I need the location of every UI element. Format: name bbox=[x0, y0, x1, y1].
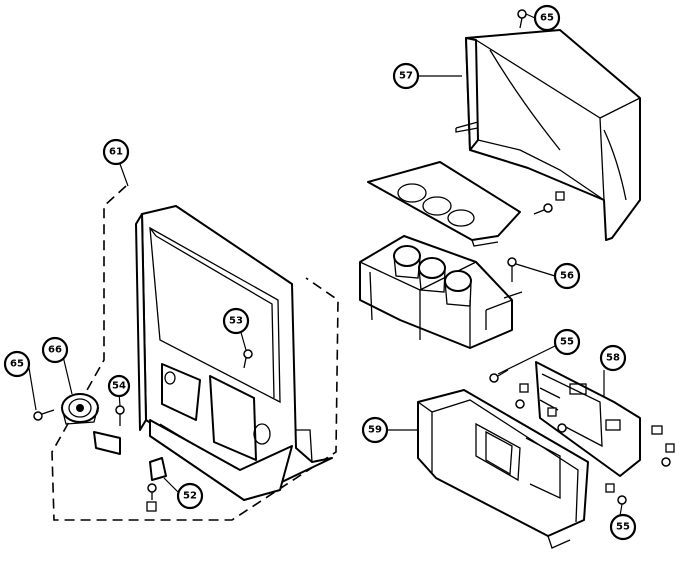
callout-65: 65 bbox=[533, 4, 561, 32]
callout-55: 55 bbox=[609, 513, 637, 541]
screw-icon bbox=[661, 457, 671, 467]
screw-icon bbox=[557, 423, 567, 433]
callout-61: 61 bbox=[102, 138, 130, 166]
screw-icon bbox=[507, 257, 517, 282]
callout-label: 66 bbox=[48, 345, 62, 356]
screw-icon bbox=[489, 369, 509, 383]
part-57-light-hood bbox=[455, 29, 641, 241]
callout-56: 56 bbox=[553, 262, 581, 290]
screw-icon bbox=[617, 495, 627, 505]
callout-label: 55 bbox=[560, 337, 574, 348]
callout-66: 66 bbox=[41, 336, 69, 364]
screw-icon bbox=[533, 203, 553, 215]
crt-lens-block bbox=[359, 235, 513, 349]
screw-icon bbox=[115, 405, 125, 426]
callout-53: 53 bbox=[222, 307, 250, 335]
part-58-circuit-board bbox=[535, 361, 663, 477]
callout-52: 52 bbox=[176, 482, 204, 510]
callout-57: 57 bbox=[392, 62, 420, 90]
screw-icon bbox=[515, 399, 525, 409]
screw-icon bbox=[243, 349, 253, 369]
screw-icon bbox=[517, 9, 527, 29]
callout-label: 56 bbox=[560, 271, 574, 282]
part-66-speaker bbox=[61, 393, 121, 455]
callout-label: 65 bbox=[10, 359, 24, 370]
callout-label: 55 bbox=[616, 522, 630, 533]
part-59-bottom-tray bbox=[417, 389, 589, 549]
screw-icon bbox=[147, 483, 157, 500]
callout-55: 55 bbox=[553, 328, 581, 356]
callout-label: 52 bbox=[183, 491, 197, 502]
callout-label: 61 bbox=[109, 147, 123, 158]
callout-label: 54 bbox=[112, 381, 126, 392]
lens-mount-plate bbox=[367, 161, 521, 247]
callout-label: 65 bbox=[540, 13, 554, 24]
callout-label: 53 bbox=[229, 316, 243, 327]
part-52-bracket bbox=[146, 457, 167, 512]
screws bbox=[33, 9, 675, 505]
callout-65: 65 bbox=[3, 350, 31, 378]
callout-label: 57 bbox=[399, 71, 413, 82]
screw-icon bbox=[33, 409, 55, 421]
callout-54: 54 bbox=[107, 374, 131, 398]
assembly-61-outline bbox=[51, 185, 339, 521]
callout-58: 58 bbox=[599, 344, 627, 372]
callout-59: 59 bbox=[361, 416, 389, 444]
callout-label: 58 bbox=[606, 353, 620, 364]
cabinet-front-frame bbox=[135, 205, 333, 501]
callout-label: 59 bbox=[368, 425, 382, 436]
